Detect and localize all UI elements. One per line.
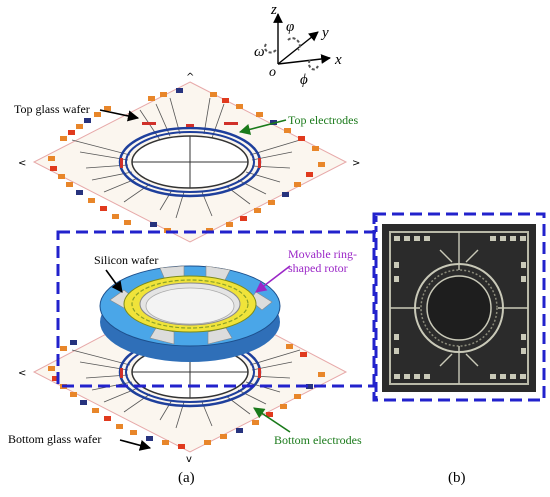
comb-detail — [131, 279, 249, 329]
label-top-glass-wafer: Top glass wafer — [14, 102, 90, 116]
chip-comb-ring — [420, 269, 498, 347]
y-axis — [277, 31, 319, 65]
electrode-marker — [186, 124, 194, 127]
electrode-marker — [120, 368, 123, 378]
electrode-marker — [258, 368, 261, 378]
caption-a: (a) — [178, 470, 195, 486]
coordinate-axes: z y x o φ ω ϕ — [254, 2, 342, 88]
arrow-bottom-electrodes — [253, 407, 291, 433]
corner-mark: < — [18, 158, 26, 169]
axis-label-phi-x: ϕ — [300, 72, 308, 88]
chip-pads — [394, 236, 526, 379]
axis-label-x: x — [334, 52, 342, 68]
label-top-electrodes: Top electrodes — [288, 113, 358, 127]
fabricated-chip-photo — [382, 224, 536, 392]
corner-mark: ^ — [186, 72, 194, 83]
label-rotor-line2: shaped rotor — [288, 261, 348, 275]
silicon-wafer-rotor — [99, 265, 281, 362]
label-rotor-line1: Movable ring- — [288, 247, 357, 261]
rotor-hole — [145, 287, 235, 325]
corner-mark: v — [186, 454, 192, 465]
arrow-bottom-glass-wafer — [119, 439, 152, 451]
chip-outer-ring — [414, 263, 504, 353]
label-bottom-electrodes: Bottom electrodes — [274, 433, 362, 447]
arrow-silicon-wafer — [105, 269, 123, 293]
chip-rotor-center — [426, 275, 492, 341]
electrode-marker — [120, 158, 123, 168]
electrode-marker — [258, 158, 261, 168]
axis-label-omega: ω — [254, 44, 265, 60]
corner-mark: > — [352, 158, 360, 169]
axis-label-z: z — [270, 2, 277, 18]
caption-b: (b) — [448, 470, 466, 486]
rotation-phi-y-glyph — [287, 37, 301, 51]
axis-label-y: y — [320, 25, 329, 41]
electrode-marker — [224, 122, 238, 125]
rotation-omega-glyph — [264, 43, 277, 54]
bottom-wafer-traces — [71, 349, 301, 429]
label-silicon-wafer: Silicon wafer — [94, 253, 158, 267]
corner-mark: < — [18, 368, 26, 379]
arrow-top-electrodes — [238, 119, 287, 135]
top-electrode-ring-middle — [125, 131, 255, 193]
arrow-rotor — [255, 265, 291, 293]
callout-box-right — [372, 212, 546, 402]
arrow-top-glass-wafer — [99, 109, 140, 122]
top-glass-wafer: ^ < > — [18, 72, 360, 243]
axis-label-origin: o — [269, 65, 276, 80]
label-bottom-glass-wafer: Bottom glass wafer — [8, 432, 101, 446]
x-axis — [277, 54, 331, 65]
rotation-phi-x-glyph — [308, 59, 319, 71]
rotor-grey-segments — [109, 265, 273, 345]
callout-box-left — [56, 230, 378, 388]
electrode-marker — [142, 122, 156, 125]
axis-label-phi-y: φ — [286, 19, 294, 35]
